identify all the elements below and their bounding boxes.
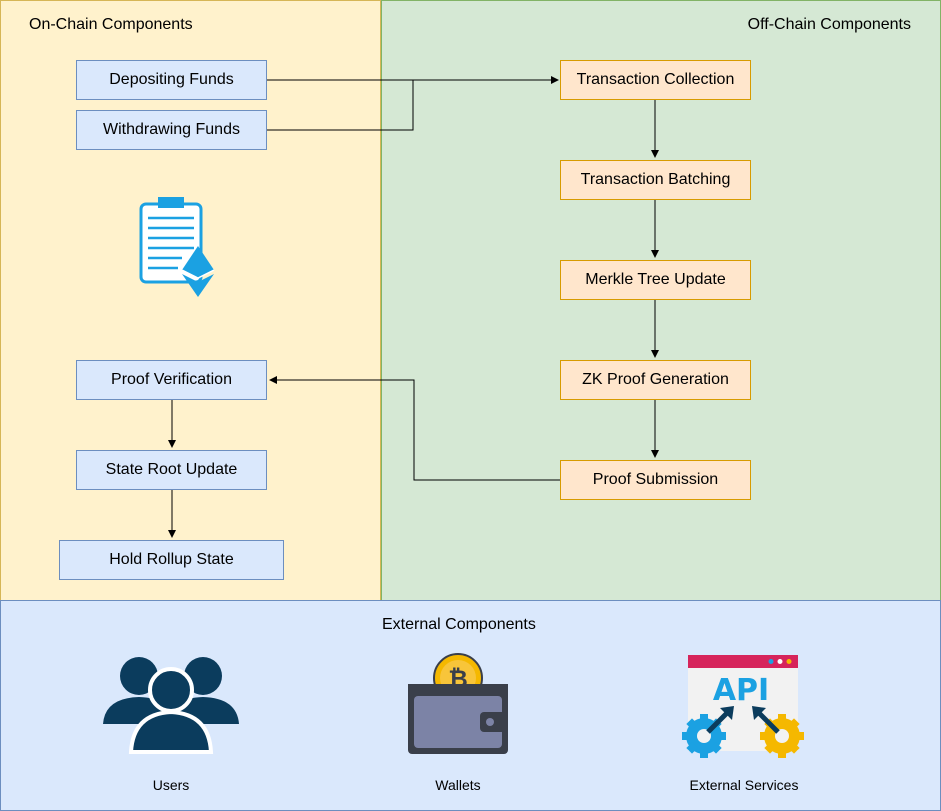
on-chain-region: On-Chain Components	[0, 0, 381, 601]
proof-submission-node[interactable]: Proof Submission	[560, 460, 751, 500]
wallets-label: Wallets	[435, 777, 481, 793]
withdrawing-funds-node[interactable]: Withdrawing Funds	[76, 110, 267, 150]
on-chain-title: On-Chain Components	[29, 16, 193, 33]
edge-submission-to-verification	[269, 376, 560, 481]
off-chain-region: Off-Chain Components	[381, 0, 941, 601]
zk-proof-generation-node[interactable]: ZK Proof Generation	[560, 360, 751, 400]
transaction-collection-node[interactable]: Transaction Collection	[560, 60, 751, 100]
bitcoin-wallet-icon: ₿	[408, 653, 508, 754]
api-gears-icon: API	[682, 655, 804, 758]
external-title: External Components	[382, 616, 536, 633]
users-label: Users	[152, 777, 190, 793]
state-root-update-node[interactable]: State Root Update	[76, 450, 267, 490]
proof-verification-node[interactable]: Proof Verification	[76, 360, 267, 400]
edge-withdraw-to-collection	[267, 80, 414, 131]
off-chain-title: Off-Chain Components	[747, 16, 911, 33]
users-icon	[103, 657, 239, 754]
external-services-label: External Services	[689, 777, 799, 793]
hold-rollup-state-node[interactable]: Hold Rollup State	[59, 540, 284, 580]
depositing-funds-node[interactable]: Depositing Funds	[76, 60, 267, 100]
ethereum-contract-icon	[139, 197, 215, 297]
merkle-tree-update-node[interactable]: Merkle Tree Update	[560, 260, 751, 300]
api-badge-text: API	[713, 673, 769, 708]
transaction-batching-node[interactable]: Transaction Batching	[560, 160, 751, 200]
